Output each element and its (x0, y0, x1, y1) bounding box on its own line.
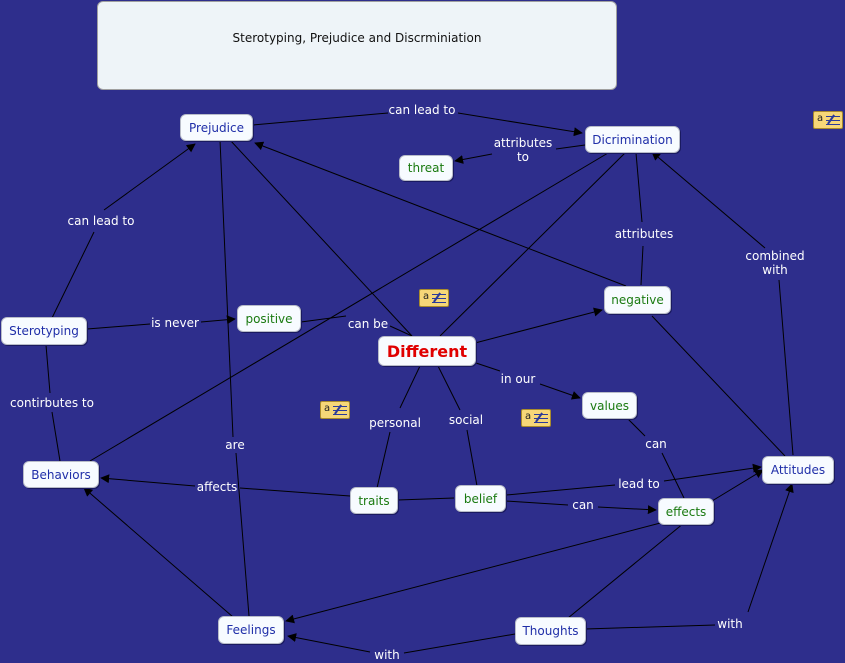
link-line (778, 279, 794, 456)
concept-discrimination[interactable]: Dicrimination (585, 126, 680, 153)
link-label: can (645, 437, 667, 451)
link-line (661, 452, 685, 499)
concept-feelings[interactable]: Feelings (218, 616, 284, 644)
link-line (475, 362, 501, 372)
concept-attitudes[interactable]: Attitudes (762, 456, 834, 484)
link-label: can lead to (67, 214, 135, 228)
link-line (403, 633, 516, 654)
link-label: are (225, 438, 245, 452)
link-line (437, 365, 461, 411)
link-line (300, 315, 347, 323)
link-line (219, 139, 234, 438)
title-box: Sterotyping, Prejudice and Discrminiatio… (97, 1, 617, 90)
concept-negative[interactable]: negative (604, 286, 671, 314)
link-line (239, 487, 351, 497)
link-label: can be (347, 317, 389, 331)
link-line (711, 469, 764, 502)
link-label: combined with (745, 249, 805, 277)
link-line (457, 112, 583, 137)
link-line (389, 325, 413, 337)
link-line (376, 431, 391, 489)
link-label: attributes to (493, 136, 553, 164)
link-line (254, 141, 627, 287)
concept-behaviors[interactable]: Behaviors (23, 461, 99, 488)
link-label: personal (369, 416, 421, 430)
link-label: social (448, 413, 484, 427)
link-line (200, 315, 236, 325)
link-label: with (374, 648, 400, 662)
link-line (103, 143, 196, 211)
link-line (651, 315, 786, 457)
link-line (83, 487, 234, 618)
link-line (474, 307, 603, 344)
link-line (397, 497, 455, 501)
note-icon[interactable]: a (419, 289, 449, 307)
link-line (747, 483, 794, 613)
link-line (399, 365, 421, 409)
link-line (51, 411, 61, 462)
note-icon[interactable]: a (813, 111, 843, 129)
link-line (651, 151, 766, 249)
link-label: affects (196, 480, 238, 494)
concept-different[interactable]: Different (378, 336, 476, 366)
link-line (539, 383, 581, 400)
concept-belief[interactable]: belief (455, 485, 506, 512)
concept-values[interactable]: values (582, 392, 637, 419)
link-label: lead to (618, 477, 660, 491)
link-line (229, 139, 413, 337)
concept-sterotyping[interactable]: Sterotyping (1, 317, 87, 345)
link-line (89, 152, 609, 462)
link-line (252, 112, 389, 126)
link-label: can lead to (388, 103, 456, 117)
link-line (567, 522, 685, 619)
link-line (235, 452, 250, 617)
concept-thoughts[interactable]: Thoughts (515, 617, 586, 645)
link-line (466, 429, 478, 487)
link-line (584, 624, 716, 630)
link-label: with (717, 617, 743, 631)
map-title: Sterotyping, Prejudice and Discrminiatio… (232, 31, 482, 45)
concept-traits[interactable]: traits (350, 487, 398, 514)
link-line (640, 245, 644, 286)
link-line (505, 484, 616, 496)
link-label: in our (500, 372, 536, 386)
link-line (454, 153, 493, 164)
link-line (663, 463, 762, 482)
link-line (86, 323, 151, 330)
link-label: contirbutes to (10, 396, 94, 410)
concept-effects[interactable]: effects (658, 498, 714, 525)
concept-threat[interactable]: threat (399, 155, 453, 181)
link-line (635, 152, 643, 223)
concept-prejudice[interactable]: Prejudice (180, 114, 253, 141)
link-line (627, 418, 646, 437)
link-label: is never (151, 316, 199, 330)
link-label: can (572, 498, 594, 512)
note-icon[interactable]: a (521, 409, 551, 427)
link-line (285, 520, 669, 624)
link-line (505, 500, 569, 506)
link-line (45, 344, 51, 394)
note-icon[interactable]: a (320, 401, 350, 419)
link-line (51, 231, 95, 319)
concept-positive[interactable]: positive (237, 305, 301, 332)
link-line (100, 474, 196, 487)
link-line (287, 633, 371, 653)
link-line (597, 505, 657, 515)
link-line (439, 152, 626, 337)
link-line (555, 144, 586, 150)
link-label: attributes (614, 227, 674, 241)
